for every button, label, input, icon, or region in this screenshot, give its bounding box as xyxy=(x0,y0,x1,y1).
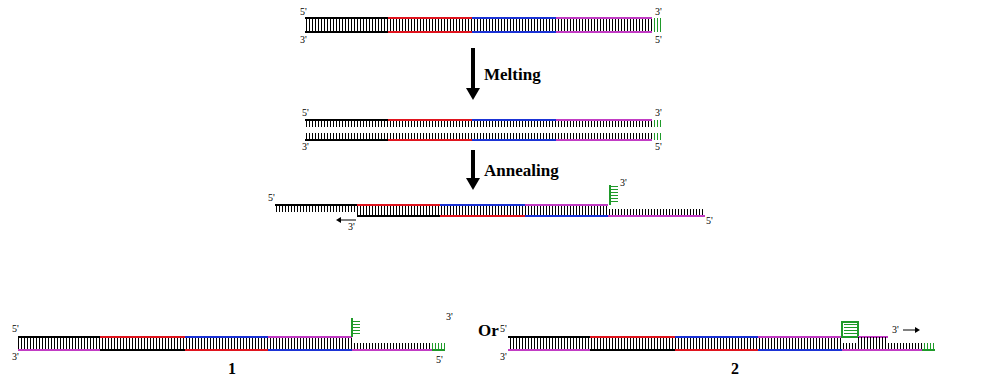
strand-segment xyxy=(508,349,590,351)
strand-segment xyxy=(922,349,935,351)
base-ticks xyxy=(357,205,608,216)
strand-segment xyxy=(185,336,268,338)
strand-segment xyxy=(388,17,472,19)
hairpin-end xyxy=(351,318,353,337)
arrow-head xyxy=(466,178,480,190)
end-label: 5' xyxy=(302,108,309,118)
end-label: 3' xyxy=(446,312,453,322)
strand-segment xyxy=(268,336,352,338)
strand-segment xyxy=(18,336,100,338)
strand-segment xyxy=(508,336,590,338)
strand-segment xyxy=(268,349,352,351)
strand-segment xyxy=(100,336,185,338)
process-arrow xyxy=(471,48,475,90)
process-arrow xyxy=(471,150,475,180)
end-label: 5' xyxy=(655,35,662,45)
base-ticks xyxy=(611,186,618,204)
strand-segment xyxy=(357,204,440,206)
process-label: Annealing xyxy=(484,162,559,179)
strand-segment xyxy=(305,31,388,33)
strand-segment xyxy=(608,215,705,217)
strand-segment xyxy=(275,204,357,206)
end-label: 5' xyxy=(12,324,19,334)
base-ticks xyxy=(652,18,662,32)
strand-segment xyxy=(388,119,472,121)
base-ticks xyxy=(18,337,352,350)
end-label: 3' xyxy=(655,108,662,118)
strand-segment xyxy=(675,336,758,338)
arrow-head xyxy=(466,88,480,100)
strand-segment xyxy=(472,119,556,121)
base-ticks xyxy=(305,18,652,32)
base-ticks xyxy=(305,120,652,127)
end-label: 3' xyxy=(655,7,662,17)
base-ticks xyxy=(652,133,662,140)
strand-segment xyxy=(352,349,445,351)
product-number: 1 xyxy=(228,361,236,377)
base-ticks xyxy=(305,133,652,140)
strand-segment xyxy=(556,119,652,121)
base-ticks xyxy=(508,337,842,350)
strand-segment xyxy=(842,349,935,351)
strand-segment xyxy=(440,215,525,217)
strand-segment xyxy=(590,336,675,338)
base-ticks xyxy=(275,205,357,212)
strand-segment xyxy=(556,17,652,19)
end-label: 5' xyxy=(500,324,507,334)
strand-segment xyxy=(440,204,525,206)
strand-segment xyxy=(590,349,675,351)
base-ticks xyxy=(352,343,432,350)
base-ticks xyxy=(842,343,922,350)
base-ticks xyxy=(652,120,662,127)
end-label: 3' xyxy=(500,352,507,362)
strand-segment xyxy=(18,349,100,351)
arrow-head xyxy=(336,217,341,223)
strand-segment xyxy=(525,215,608,217)
base-ticks xyxy=(858,337,888,343)
strand-segment xyxy=(472,17,556,19)
strand-segment xyxy=(525,204,608,206)
hairpin-loop xyxy=(842,322,858,337)
strand-segment xyxy=(388,139,472,141)
base-ticks xyxy=(922,343,935,350)
strand-segment xyxy=(758,336,842,338)
choice-label: Or xyxy=(478,322,499,339)
end-label: 3' xyxy=(620,178,627,188)
strand-segment xyxy=(432,349,445,351)
strand-segment xyxy=(305,139,388,141)
extension-arrow xyxy=(903,330,916,331)
end-label: 5' xyxy=(268,193,275,203)
strand-segment xyxy=(472,139,556,141)
base-ticks xyxy=(432,343,445,350)
end-label: 3' xyxy=(348,222,355,232)
end-label: 5' xyxy=(300,7,307,17)
strand-segment xyxy=(357,215,440,217)
strand-segment xyxy=(556,31,652,33)
base-ticks xyxy=(353,319,360,336)
extension-arrow xyxy=(340,220,356,221)
end-label: 3' xyxy=(302,142,309,152)
strand-segment xyxy=(305,119,388,121)
strand-segment xyxy=(305,17,388,19)
process-label: Melting xyxy=(484,66,541,83)
arrow-head xyxy=(915,327,920,333)
end-label: 5' xyxy=(436,355,443,365)
strand-segment xyxy=(185,349,268,351)
hairpin-end xyxy=(609,185,611,205)
end-label: 3' xyxy=(892,325,899,335)
end-label: 5' xyxy=(655,142,662,152)
product-number: 2 xyxy=(731,361,739,377)
strand-segment xyxy=(556,139,652,141)
strand-segment xyxy=(472,31,556,33)
strand-segment xyxy=(675,349,758,351)
strand-segment xyxy=(388,31,472,33)
end-label: 3' xyxy=(300,35,307,45)
base-ticks xyxy=(844,324,857,336)
base-ticks xyxy=(608,209,705,216)
strand-segment xyxy=(100,349,185,351)
end-label: 3' xyxy=(12,352,19,362)
strand-segment xyxy=(758,349,842,351)
end-label: 5' xyxy=(706,216,713,226)
